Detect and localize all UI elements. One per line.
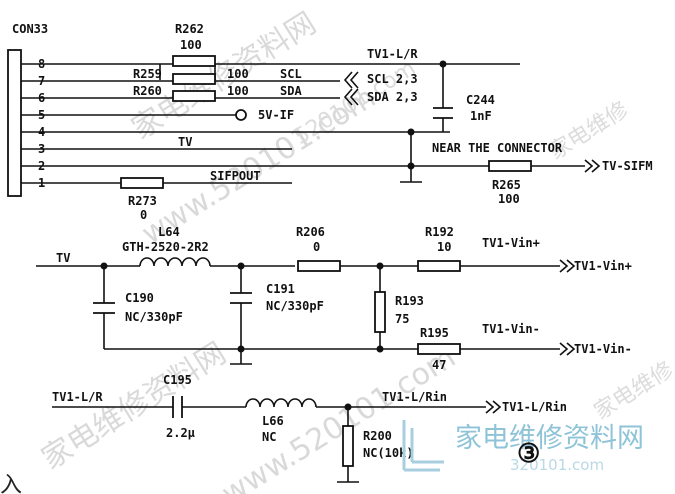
net-tv1-lr-top: TV1-L/R [367, 47, 418, 61]
net-scl: SCL [280, 67, 302, 81]
resistor-r260-ref: R260 [133, 84, 162, 98]
vin-plus-port-symbol [559, 259, 576, 273]
net-5v-if: 5V-IF [258, 108, 294, 122]
vin-minus-port-symbol [559, 342, 576, 356]
resistor-r195-ref: R195 [420, 326, 449, 340]
middle-wiring [36, 265, 560, 364]
junction [344, 403, 352, 411]
net-vin-minus-port: TV1-Vin- [574, 342, 632, 356]
lrin-port-symbol [485, 400, 502, 414]
capacitor-c244 [433, 107, 453, 119]
inductor-l66-ref: L66 [262, 414, 284, 428]
resistor-r192-value: 10 [437, 240, 451, 254]
capacitor-c190-ref: C190 [125, 291, 154, 305]
logo-mark-icon [402, 420, 444, 472]
inductor-l66 [245, 398, 317, 408]
resistor-r265-ref: R265 [492, 178, 521, 192]
resistor-r259-ref: R259 [133, 67, 162, 81]
resistor-r260-value: 100 [227, 84, 249, 98]
net-sda-port: SDA 2,3 [367, 90, 418, 104]
junction [100, 262, 108, 270]
tv-sifm-port-symbol [584, 159, 601, 173]
note-near-connector: NEAR THE CONNECTOR [432, 141, 563, 155]
net-tv-in: TV [56, 251, 70, 265]
connector-name: CON33 [12, 22, 48, 36]
resistor-r195-value: 47 [432, 358, 446, 372]
junction [376, 345, 384, 353]
capacitor-c195-value: 2.2µ [166, 426, 195, 440]
resistor-r192 [417, 260, 461, 272]
junction [407, 128, 415, 136]
resistor-r273-value: 0 [140, 208, 147, 222]
connector-con33: CON33 8 7 6 5 4 3 2 1 [7, 22, 48, 197]
net-vin-plus-port: TV1-Vin+ [574, 259, 632, 273]
junction [439, 60, 447, 68]
test-point-5v-if [235, 109, 247, 121]
watermark-cn-4: 家电维修 [590, 357, 675, 425]
capacitor-c190 [93, 302, 115, 314]
resistor-r262 [172, 55, 216, 67]
net-vin-minus-inner: TV1-Vin- [482, 322, 540, 336]
capacitor-c195 [172, 396, 183, 418]
resistor-r265 [488, 160, 532, 172]
resistor-r262-value: 100 [180, 38, 202, 52]
corner-glyph: 入 [0, 473, 22, 494]
resistor-r259 [172, 73, 216, 85]
net-tv1-lrin-inner: TV1-L/Rin [382, 390, 447, 404]
net-vin-plus-inner: TV1-Vin+ [482, 236, 540, 250]
net-tv-sifm: TV-SIFM [602, 159, 653, 173]
inductor-l64-value: GTH-2520-2R2 [122, 240, 209, 254]
net-sifpout: SIFPOUT [210, 169, 261, 183]
capacitor-c244-ref: C244 [466, 93, 495, 107]
resistor-r200-ref: R200 [363, 429, 392, 443]
resistor-r206-ref: R206 [296, 225, 325, 239]
inductor-l64 [139, 257, 211, 267]
inductor-l66-value: NC [262, 430, 276, 444]
resistor-r193-value: 75 [395, 312, 409, 326]
resistor-r193-ref: R193 [395, 294, 424, 308]
scl-port-symbol [343, 71, 359, 89]
resistor-r260 [172, 90, 216, 102]
resistor-r192-ref: R192 [425, 225, 454, 239]
site-logo-watermark: 家电维修资料网 320101.com [402, 420, 644, 474]
inductor-l64-ref: L64 [158, 225, 180, 239]
sda-port-symbol [343, 88, 359, 106]
junction [407, 162, 415, 170]
resistor-r200-value: NC(10k) [363, 446, 414, 460]
capacitor-c244-value: 1nF [470, 109, 492, 123]
junction [376, 262, 384, 270]
capacitor-c191 [230, 292, 252, 304]
capacitor-c190-value: NC/330pF [125, 310, 183, 324]
bottom-wiring [52, 406, 486, 482]
resistor-r262-ref: R262 [175, 22, 204, 36]
capacitor-c195-ref: C195 [163, 373, 192, 387]
resistor-r273 [120, 177, 164, 189]
resistor-r259-value: 100 [227, 67, 249, 81]
junction [237, 345, 245, 353]
net-scl-port: SCL 2,3 [367, 72, 418, 86]
net-tv1-lr-left: TV1-L/R [52, 390, 103, 404]
capacitor-c191-ref: C191 [266, 282, 295, 296]
junction [237, 262, 245, 270]
resistor-r206-value: 0 [313, 240, 320, 254]
connector-body [7, 49, 22, 197]
net-tv: TV [178, 135, 192, 149]
resistor-r193 [374, 291, 386, 333]
capacitor-c191-value: NC/330pF [266, 299, 324, 313]
resistor-r273-ref: R273 [128, 194, 157, 208]
resistor-r206 [297, 260, 341, 272]
net-tv1-lrin-port: TV1-L/Rin [502, 400, 567, 414]
net-sda: SDA [280, 84, 302, 98]
logo-url-text: 320101.com [510, 456, 604, 474]
resistor-r200 [342, 425, 354, 467]
resistor-r195 [417, 343, 461, 355]
resistor-r265-value: 100 [498, 192, 520, 206]
logo-cn-text: 家电维修资料网 [455, 423, 644, 454]
figure-marker: ③ [517, 439, 540, 469]
